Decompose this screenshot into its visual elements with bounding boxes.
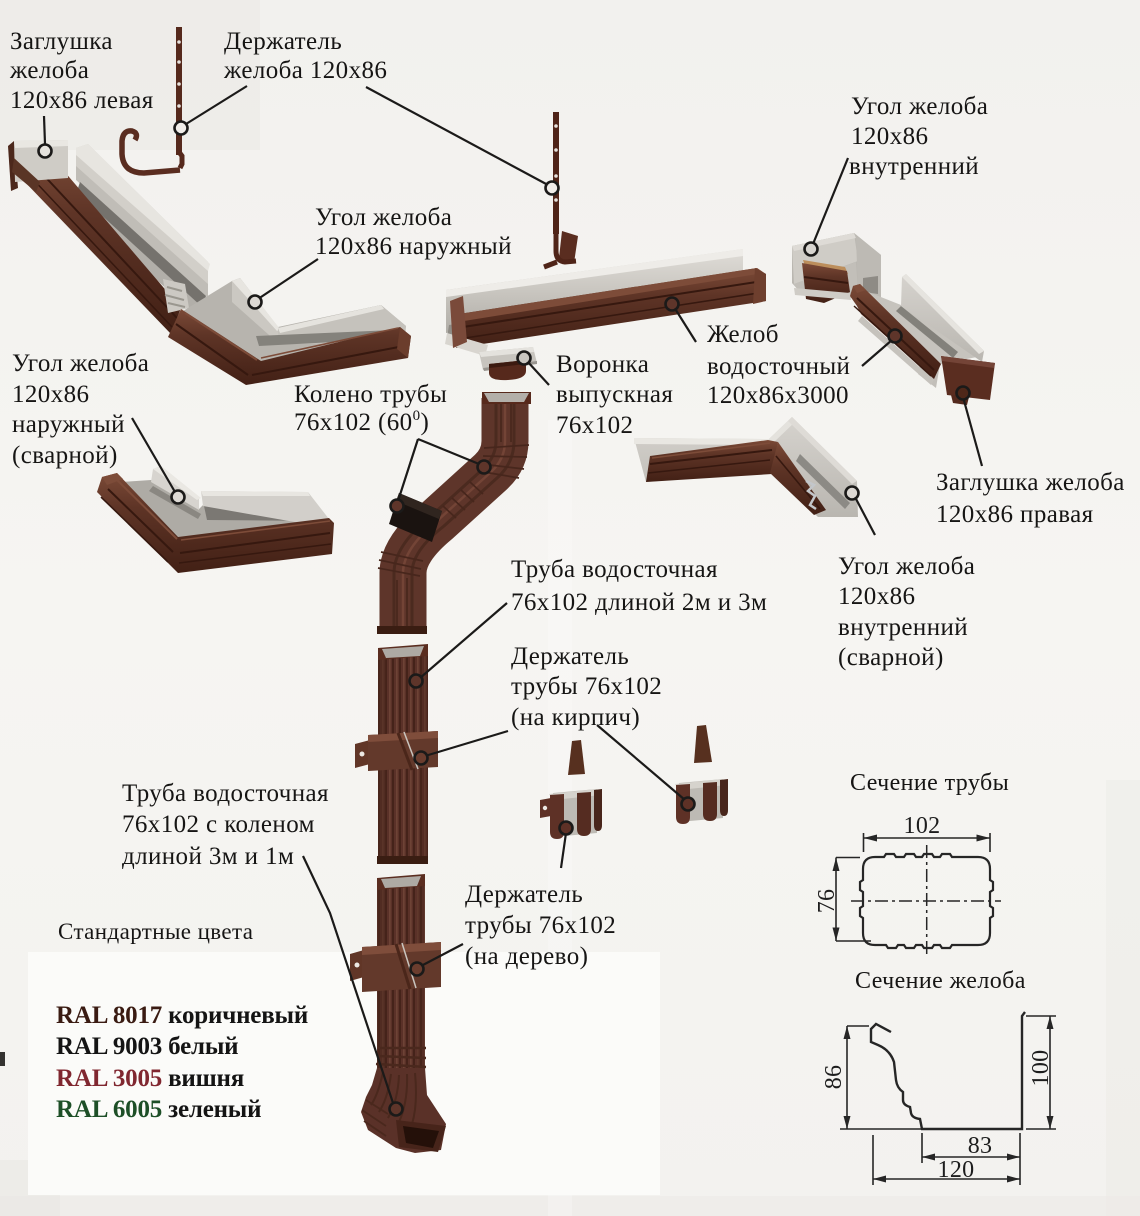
svg-text:Угол желоба: Угол желоба <box>838 553 975 580</box>
svg-text:(на дерево): (на дерево) <box>465 943 588 970</box>
svg-text:внутренний: внутренний <box>838 614 968 641</box>
svg-text:RAL 8017 коричневый: RAL 8017 коричневый <box>56 1002 308 1029</box>
svg-text:83: 83 <box>968 1133 993 1159</box>
svg-text:желоба: желоба <box>9 57 89 84</box>
svg-text:76х102 (600): 76х102 (600) <box>294 408 429 436</box>
svg-text:76х102 длиной 2м и 3м: 76х102 длиной 2м и 3м <box>511 589 767 616</box>
svg-text:Держатель: Держатель <box>224 28 342 55</box>
svg-text:Воронка: Воронка <box>556 351 649 378</box>
svg-text:76: 76 <box>814 889 840 914</box>
svg-text:120х86х3000: 120х86х3000 <box>707 382 849 409</box>
svg-text:RAL 3005 вишня: RAL 3005 вишня <box>56 1065 244 1092</box>
svg-text:Колено трубы: Колено трубы <box>294 381 447 408</box>
svg-text:120х86: 120х86 <box>851 123 928 150</box>
svg-text:RAL 6005 зеленый: RAL 6005 зеленый <box>56 1096 261 1123</box>
svg-text:86: 86 <box>821 1065 847 1090</box>
svg-text:выпускная: выпускная <box>556 381 673 408</box>
svg-text:Заглушка желоба: Заглушка желоба <box>936 469 1125 496</box>
svg-text:Труба водосточная: Труба водосточная <box>122 780 329 807</box>
svg-text:(сварной): (сварной) <box>838 644 944 671</box>
svg-text:водосточный: водосточный <box>707 353 850 380</box>
svg-text:трубы 76х102: трубы 76х102 <box>511 673 662 700</box>
svg-text:100: 100 <box>1028 1050 1054 1087</box>
svg-text:внутренний: внутренний <box>849 153 979 180</box>
svg-text:120х86: 120х86 <box>12 381 89 408</box>
svg-text:120х86 левая: 120х86 левая <box>10 87 154 114</box>
svg-text:120х86: 120х86 <box>838 583 915 610</box>
svg-text:Желоб: Желоб <box>707 321 779 348</box>
svg-text:наружный: наружный <box>12 411 125 438</box>
svg-text:120х86 правая: 120х86 правая <box>936 501 1094 528</box>
svg-text:Угол желоба: Угол желоба <box>315 204 452 231</box>
svg-text:желоба 120х86: желоба 120х86 <box>223 57 387 84</box>
svg-text:Держатель: Держатель <box>465 881 583 908</box>
svg-text:трубы 76х102: трубы 76х102 <box>465 912 616 939</box>
svg-text:Стандартные цвета: Стандартные цвета <box>58 919 253 944</box>
svg-text:102: 102 <box>904 813 941 839</box>
svg-text:120: 120 <box>938 1157 975 1183</box>
svg-text:120х86 наружный: 120х86 наружный <box>315 233 512 260</box>
svg-text:Сечение трубы: Сечение трубы <box>850 770 1009 796</box>
svg-text:76х102: 76х102 <box>556 412 633 439</box>
svg-text:Труба водосточная: Труба водосточная <box>511 556 718 583</box>
svg-text:Сечение желоба: Сечение желоба <box>855 968 1026 994</box>
svg-text:(сварной): (сварной) <box>12 442 118 469</box>
svg-text:RAL 9003 белый: RAL 9003 белый <box>56 1033 238 1060</box>
svg-text:длиной 3м и 1м: длиной 3м и 1м <box>122 843 294 870</box>
svg-text:Держатель: Держатель <box>511 643 629 670</box>
svg-text:Угол желоба: Угол желоба <box>12 350 149 377</box>
svg-text:(на кирпич): (на кирпич) <box>511 704 640 731</box>
svg-text:Угол желоба: Угол желоба <box>851 93 988 120</box>
svg-text:Заглушка: Заглушка <box>10 28 113 55</box>
svg-text:76х102 с коленом: 76х102 с коленом <box>122 811 315 838</box>
